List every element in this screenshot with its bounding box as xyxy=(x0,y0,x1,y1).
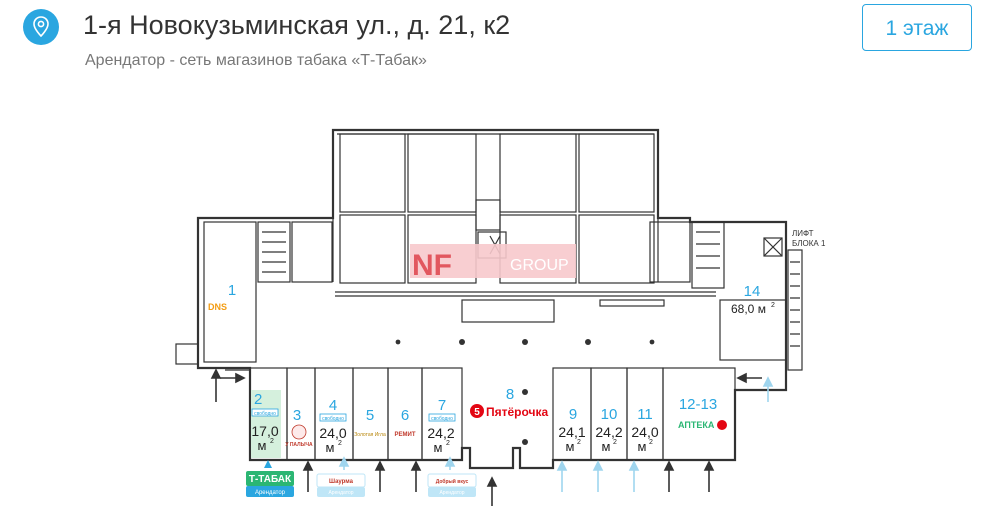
unit-1-logo: DNS xyxy=(208,302,227,312)
unit-9-sup: 2 xyxy=(577,439,581,446)
unit-12-13-logo-icon xyxy=(717,420,727,430)
unit-3-logo: У ПАЛЫЧА xyxy=(285,442,313,448)
unit-2-area: 17,0 xyxy=(251,423,278,439)
unit-8-logo-icon xyxy=(470,404,484,418)
unit-10-unit: м xyxy=(602,439,611,454)
floor-button[interactable]: 1 этаж xyxy=(862,4,972,51)
unit-6-number: 6 xyxy=(401,407,409,424)
unit-11-sup: 2 xyxy=(649,439,653,446)
map-pin-icon xyxy=(33,16,49,38)
unit-5-logo: Золотая Игла xyxy=(354,432,386,438)
unit-12-13-logo: АПТЕКА xyxy=(678,420,715,430)
unit-9-area: 24,1 xyxy=(558,424,585,440)
tenant-pointer-icon xyxy=(264,460,272,468)
unit-10-area: 24,2 xyxy=(595,424,622,440)
lift-label-line2: БЛОКА 1 xyxy=(792,239,826,248)
unit-11-number: 11 xyxy=(637,406,653,423)
unit-2-sup: 2 xyxy=(270,438,274,445)
unit-3-number: 3 xyxy=(293,407,301,424)
unit-3-logo-icon xyxy=(291,424,307,440)
location-pin xyxy=(23,9,59,45)
unit-8-number: 8 xyxy=(506,386,514,403)
unit-11-unit: м xyxy=(638,439,647,454)
svg-text:5: 5 xyxy=(474,407,480,418)
unit-2-number: 2 xyxy=(254,391,262,408)
unit-8-logo: Пятёрочка xyxy=(486,405,549,419)
lift-label-line1: ЛИФТ xyxy=(792,229,814,238)
unit-7-status: свободно xyxy=(431,416,453,422)
unit-1-number: 1 xyxy=(228,282,236,299)
unit-14-number: 14 xyxy=(744,283,761,300)
free-entrance-arrows xyxy=(338,376,774,492)
unit-7-number: 7 xyxy=(438,397,446,414)
tag-dobry-vkus-label: Арендатор xyxy=(439,490,464,496)
tag-ttabak xyxy=(246,471,294,486)
unit-11-area: 24,0 xyxy=(631,424,658,440)
unit-10-number: 10 xyxy=(601,406,618,423)
unit-4-unit: м xyxy=(326,440,335,455)
unit-4-sup: 2 xyxy=(338,440,342,447)
watermark-brand: NF xyxy=(412,249,452,282)
page-title: 1-я Новокузьминская ул., д. 21, к2 xyxy=(83,10,511,40)
entrance-arrows xyxy=(210,368,762,506)
tag-ttabak-label: Арендатор xyxy=(255,490,286,496)
unit-4-area: 24,0 xyxy=(319,425,346,441)
page-subtitle: Арендатор - сеть магазинов табака «Т-Таб… xyxy=(85,52,427,69)
unit-7-area: 24,2 xyxy=(427,425,454,441)
unit-14-sup: 2 xyxy=(771,302,775,309)
unit-2-unit: м xyxy=(258,438,267,453)
unit-12-13-number: 12-13 xyxy=(679,396,717,413)
unit-2-status: свободно xyxy=(254,411,276,417)
watermark-box xyxy=(410,244,576,278)
unit-9-number: 9 xyxy=(569,406,577,423)
unit-4-number: 4 xyxy=(329,397,337,414)
tag-dobry-vkus-name: Добрый вкус xyxy=(436,478,469,485)
unit-9-unit: м xyxy=(566,439,575,454)
unit-4-status: свободно xyxy=(322,416,344,422)
unit-7-unit: м xyxy=(434,440,443,455)
watermark-suffix: GROUP xyxy=(510,257,569,274)
tag-shaurma-label: Арендатор xyxy=(328,490,353,496)
tag-shaurma-name: Шаурма xyxy=(329,479,354,485)
unit-5-number: 5 xyxy=(366,407,374,424)
unit-10-sup: 2 xyxy=(613,439,617,446)
unit-14-area: 68,0 м xyxy=(731,302,766,316)
unit-7-sup: 2 xyxy=(446,440,450,447)
unit-6-logo: РЕМИТ xyxy=(395,432,416,438)
tag-ttabak-name: Т-ТАБАК xyxy=(249,474,292,485)
